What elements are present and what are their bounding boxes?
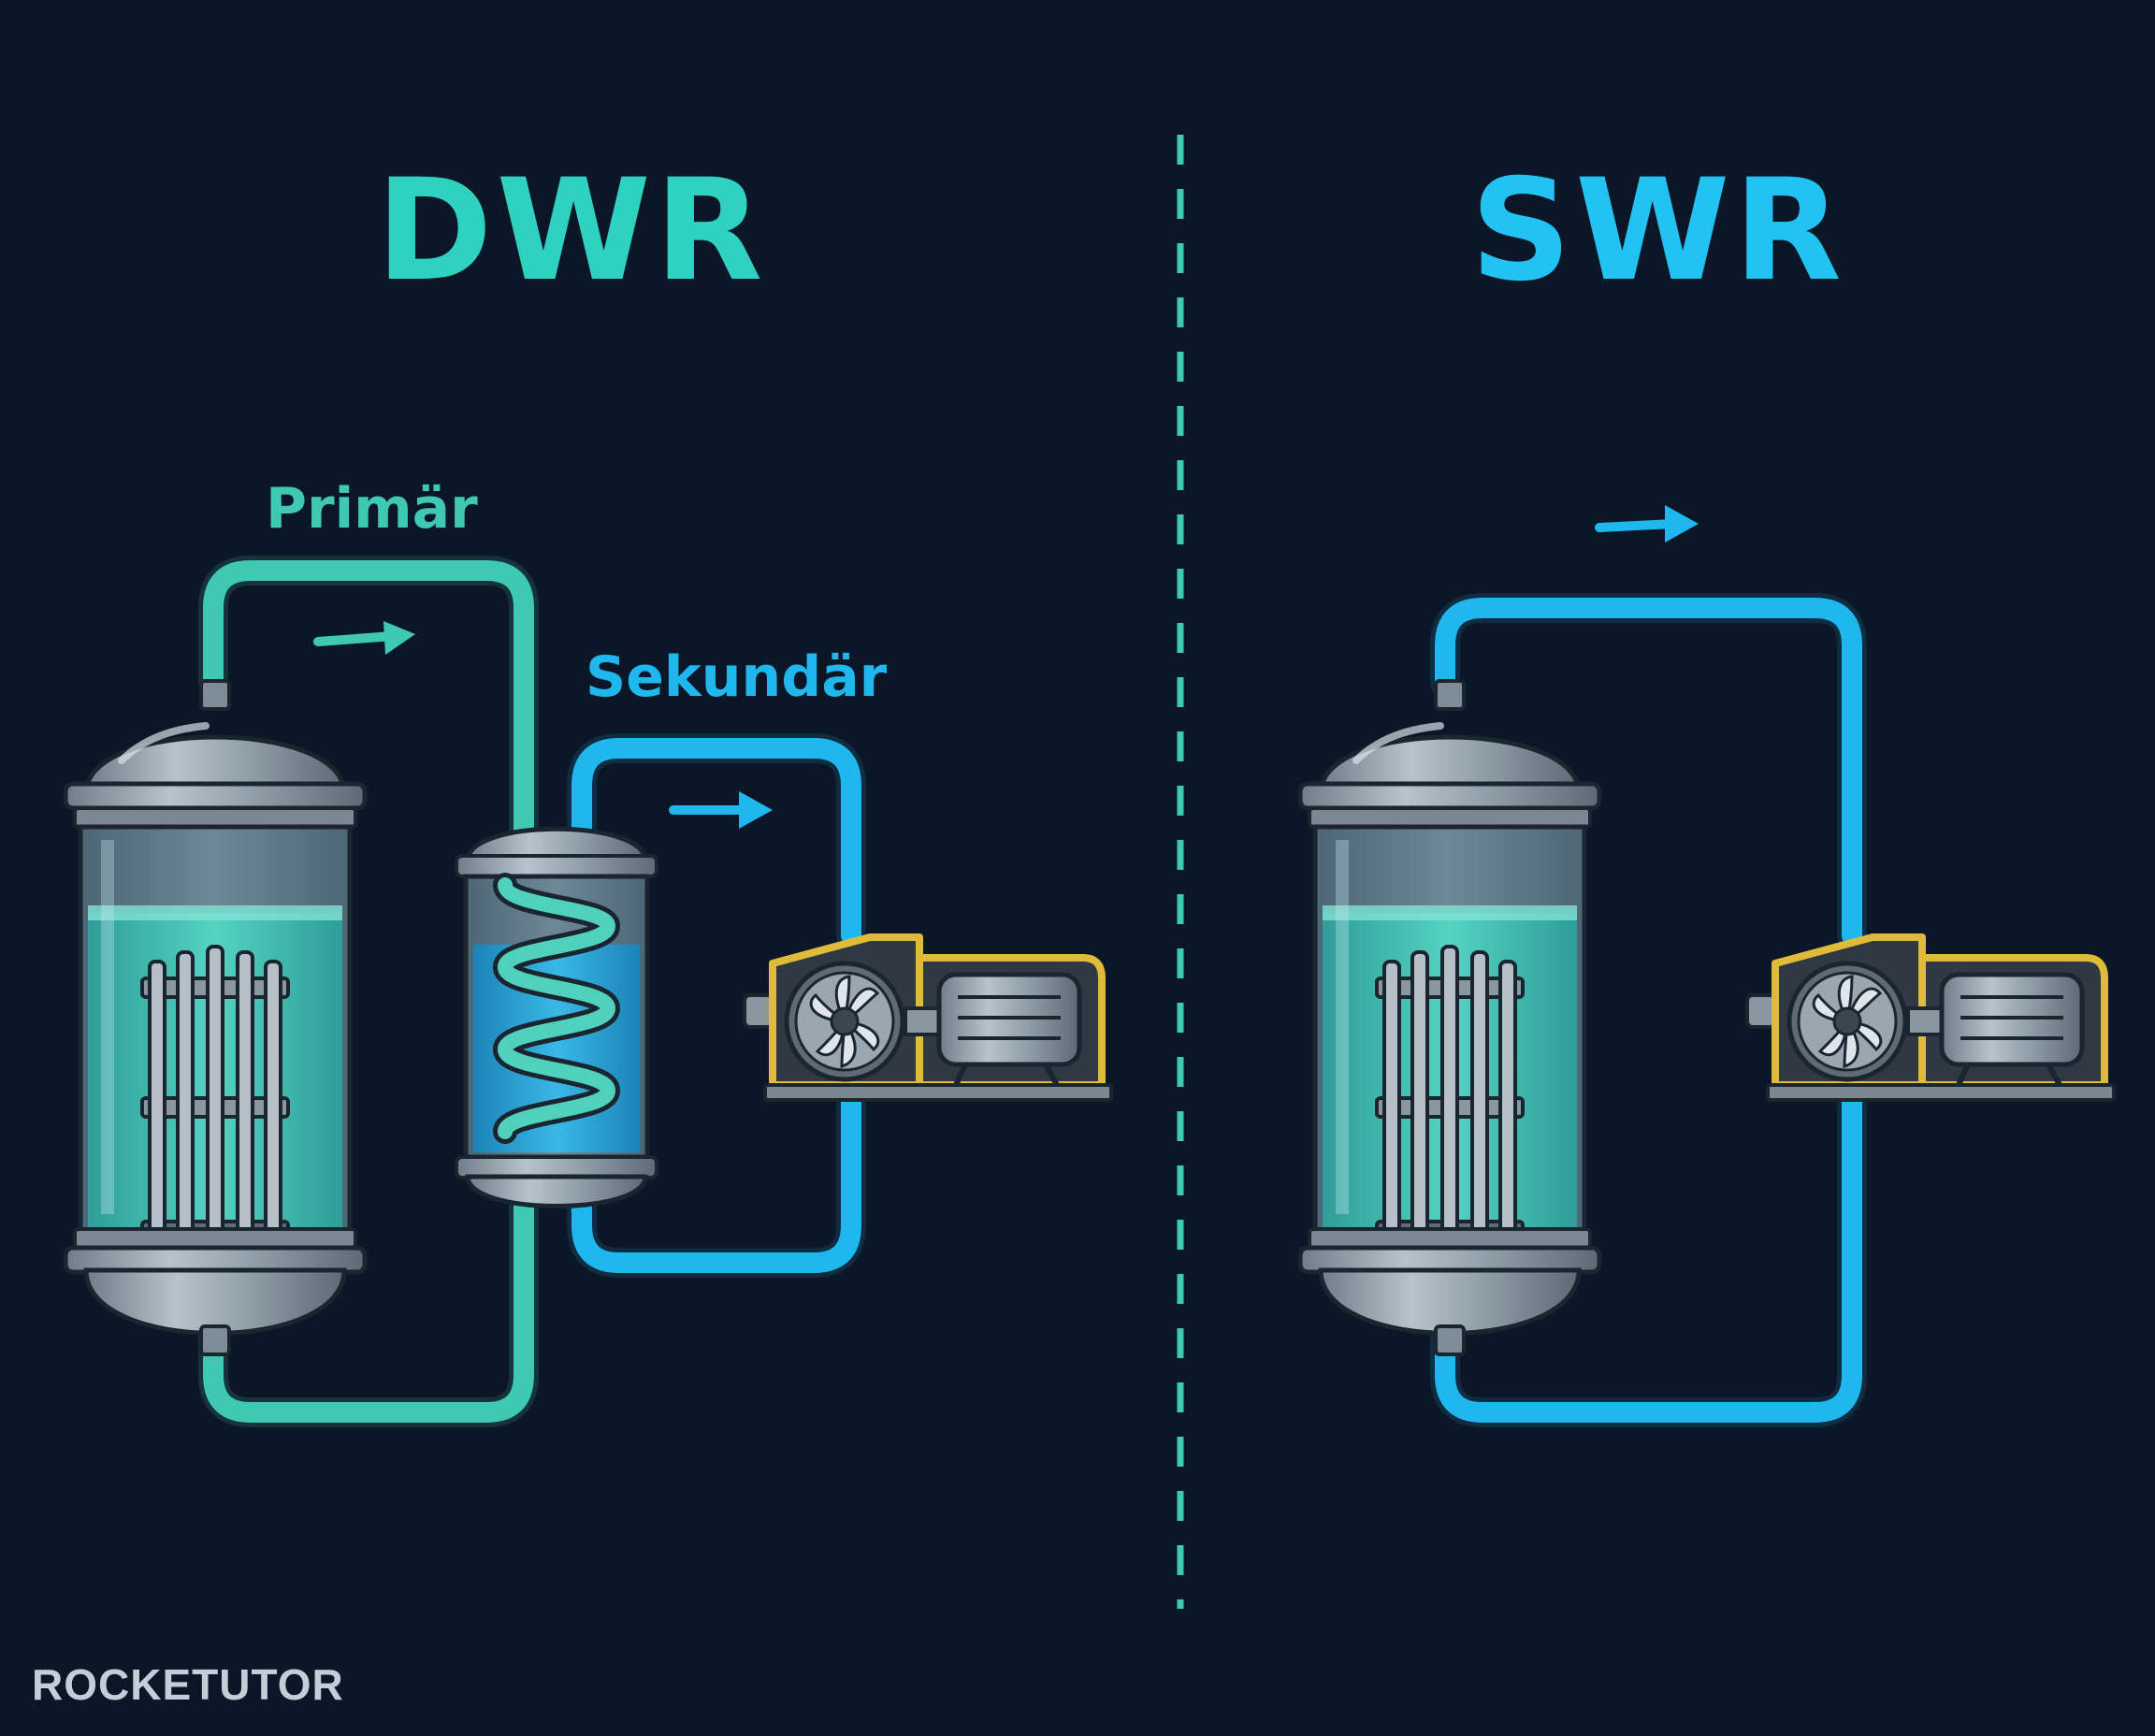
- primary-flow-arrow-icon: [313, 621, 415, 655]
- secondary-flow-arrow-icon: [669, 791, 773, 829]
- steam-generator-icon: [455, 826, 658, 1208]
- swr-reactor-vessel-icon: [1300, 681, 1599, 1354]
- dwr-diagram: [65, 556, 1111, 1427]
- swr-loop-pipe: [1430, 593, 1867, 1427]
- primary-loop-pipe: [198, 556, 539, 1427]
- primary-loop-label: Primär: [266, 476, 478, 542]
- dwr-title: DWR: [376, 150, 767, 312]
- swr-flow-arrow-icon: [1595, 505, 1699, 542]
- swr-turbine-generator-icon: [1747, 937, 2114, 1100]
- turbine-generator-icon: [745, 937, 1111, 1100]
- secondary-loop-label: Sekundär: [586, 644, 888, 710]
- swr-diagram: [1300, 505, 2114, 1427]
- rocketutor-logo: ROCKETUTOR: [32, 1660, 344, 1709]
- secondary-loop-pipe: [567, 733, 866, 1278]
- reactor-vessel-icon: [65, 681, 365, 1354]
- swr-title: SWR: [1470, 150, 1845, 312]
